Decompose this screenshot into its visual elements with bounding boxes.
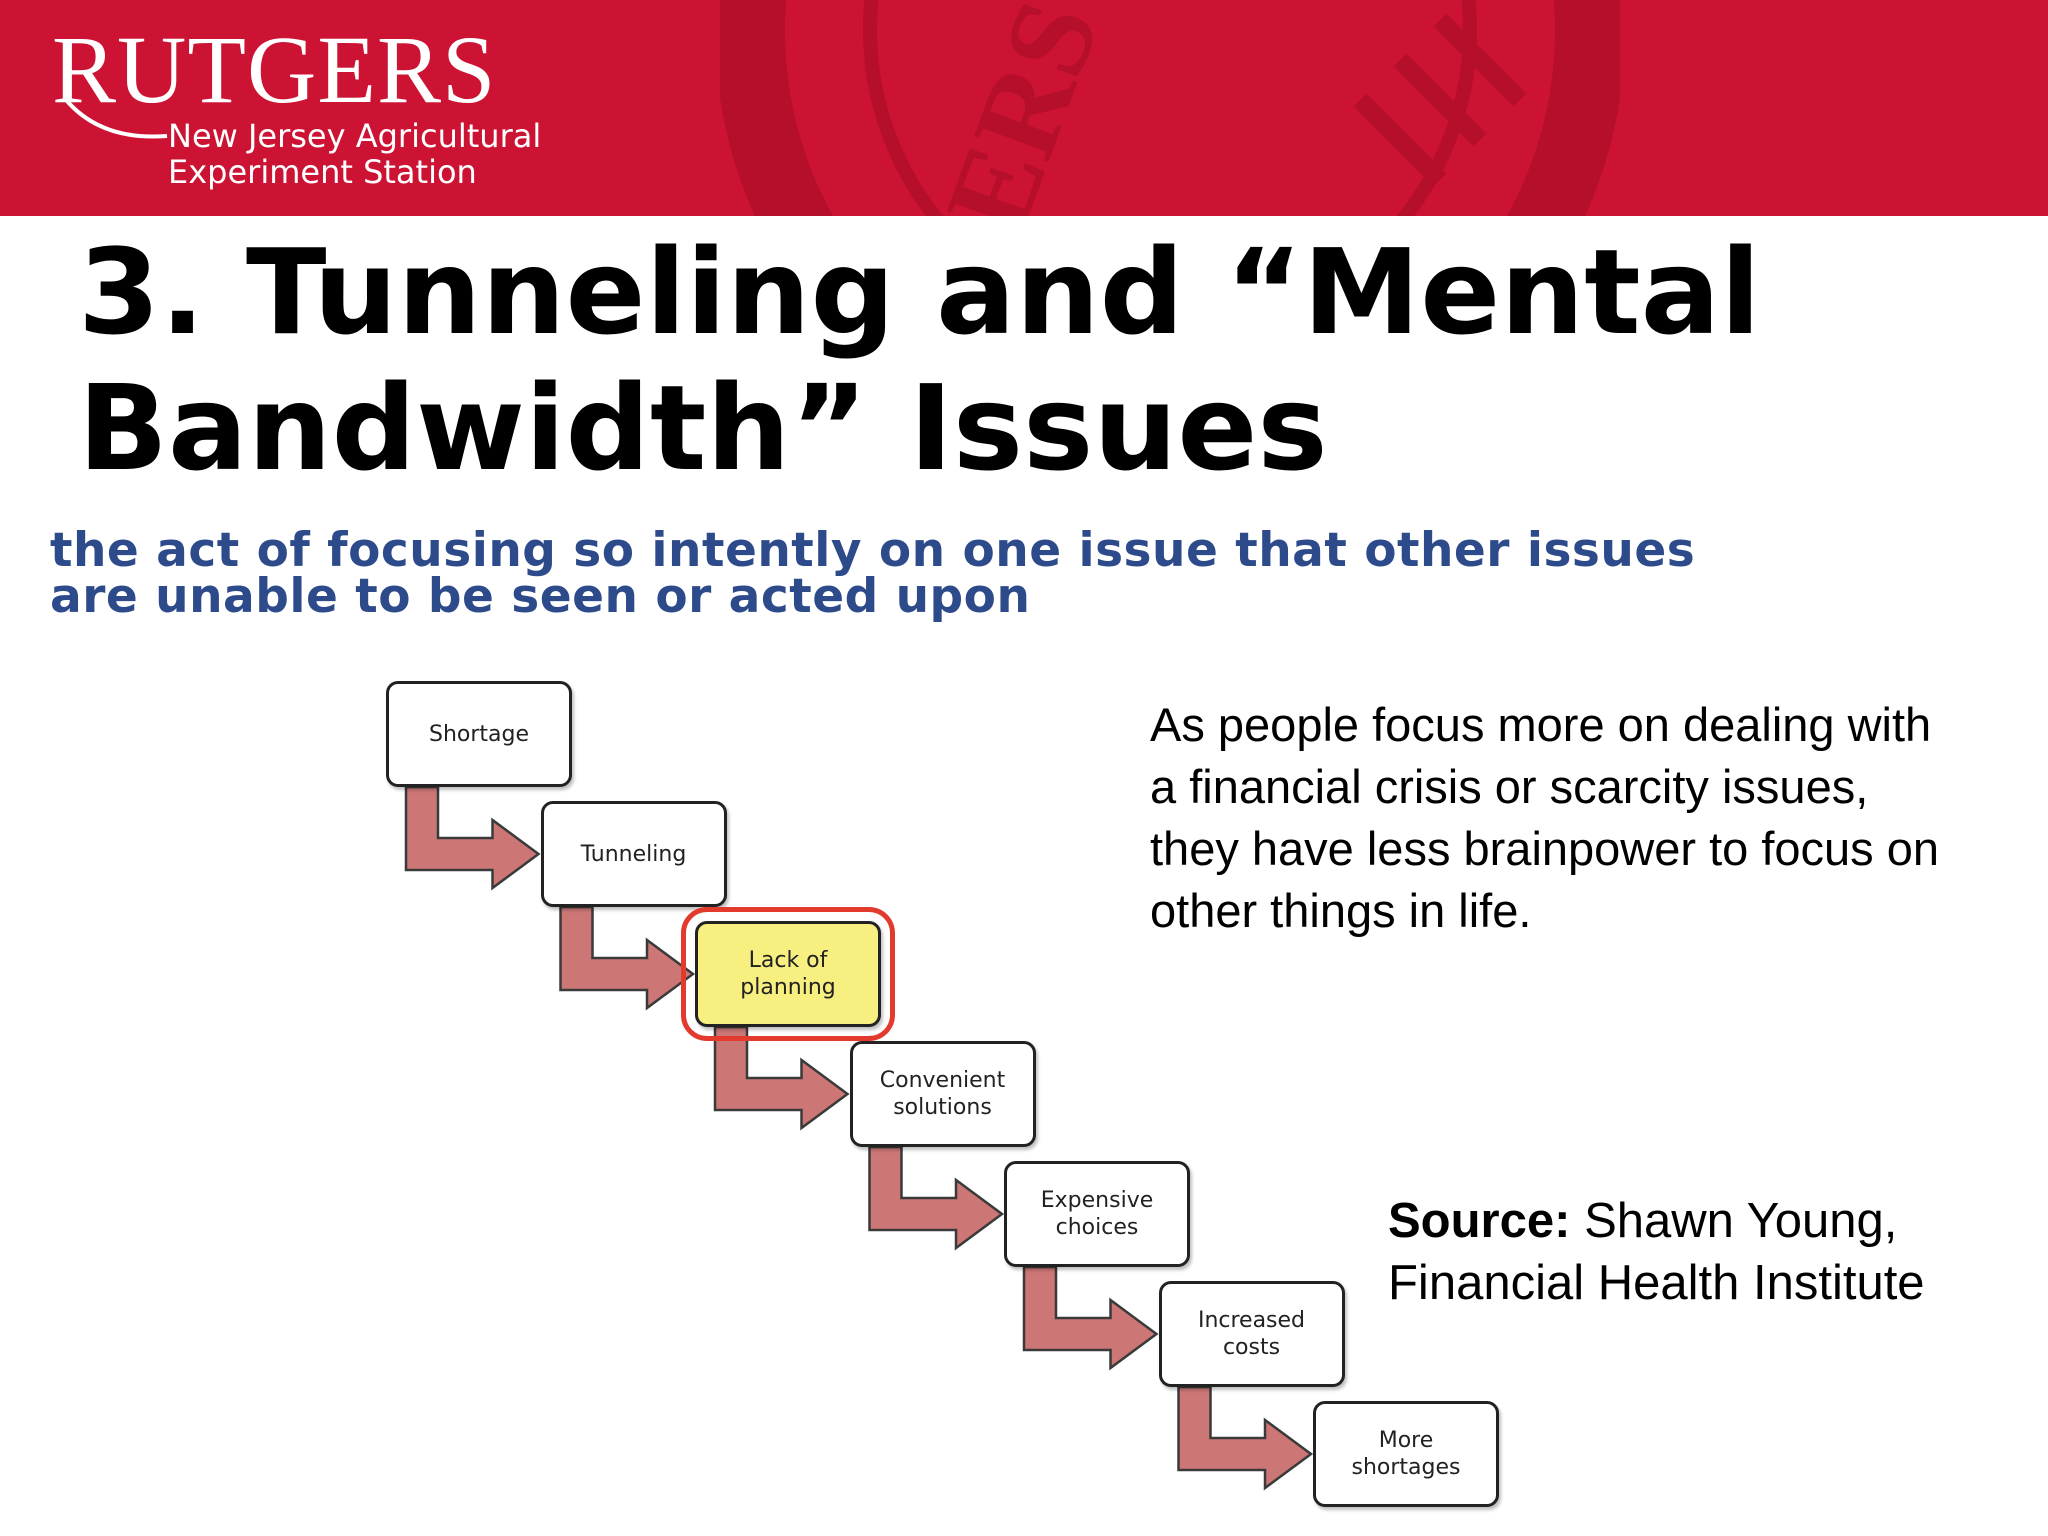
slide-title-line1: 3. Tunneling and “Mental [78, 223, 1761, 361]
logo-subtitle-line1: New Jersey Agricultural [168, 117, 542, 155]
diagram-step-label: Lack of planning [740, 948, 836, 1000]
diagram-step-1: Shortage [386, 681, 572, 787]
slide-title-line2: Bandwidth” Issues [78, 359, 1328, 497]
diagram-step-2: Tunneling [540, 801, 727, 907]
diagram-step-3: Lack of planning [681, 907, 895, 1041]
logo-swoosh [65, 99, 168, 139]
description-text: As people focus more on dealing with a f… [1150, 698, 1940, 937]
diagram-step-label: Tunneling [580, 841, 687, 867]
logo-subtitle: New Jersey Agricultural Experiment Stati… [168, 118, 541, 190]
slide-header: ERS RUTGERS New Jersey Agricultural Expe… [0, 0, 2048, 216]
diagram-arrow [868, 1145, 1005, 1251]
source-citation: Source: Shawn Young, Financial Health In… [1388, 1190, 2028, 1314]
diagram-step-5: Expensive choices [1004, 1161, 1190, 1267]
diagram-step-label: Shortage [428, 721, 530, 747]
diagram-arrow [1022, 1265, 1159, 1371]
diagram-arrow [1177, 1385, 1314, 1491]
diagram-step-label: Increased costs [1197, 1308, 1306, 1360]
diagram-step-4: Convenient solutions [849, 1041, 1036, 1147]
diagram-step-7: More shortages [1313, 1401, 1499, 1507]
diagram-arrow [713, 1025, 850, 1131]
slide-title: 3. Tunneling and “Mental Bandwidth” Issu… [78, 224, 1978, 496]
diagram-step-6: Increased costs [1158, 1281, 1345, 1387]
diagram-step-label: Convenient solutions [879, 1068, 1006, 1120]
diagram-step-label: More shortages [1351, 1428, 1461, 1480]
source-text: Shawn Young, Financial Health Institute [1388, 1194, 1925, 1310]
diagram-arrow [559, 905, 696, 1011]
rutgers-seal-watermark: ERS [720, 0, 1620, 216]
diagram-step-label: Expensive choices [1040, 1188, 1154, 1240]
diagram-arrow [404, 785, 541, 891]
source-label: Source: [1388, 1194, 1571, 1248]
rutgers-logo: RUTGERS [52, 16, 497, 123]
definition-text: the act of focusing so intently on one i… [50, 523, 1696, 624]
logo-subtitle-line2: Experiment Station [168, 153, 477, 191]
